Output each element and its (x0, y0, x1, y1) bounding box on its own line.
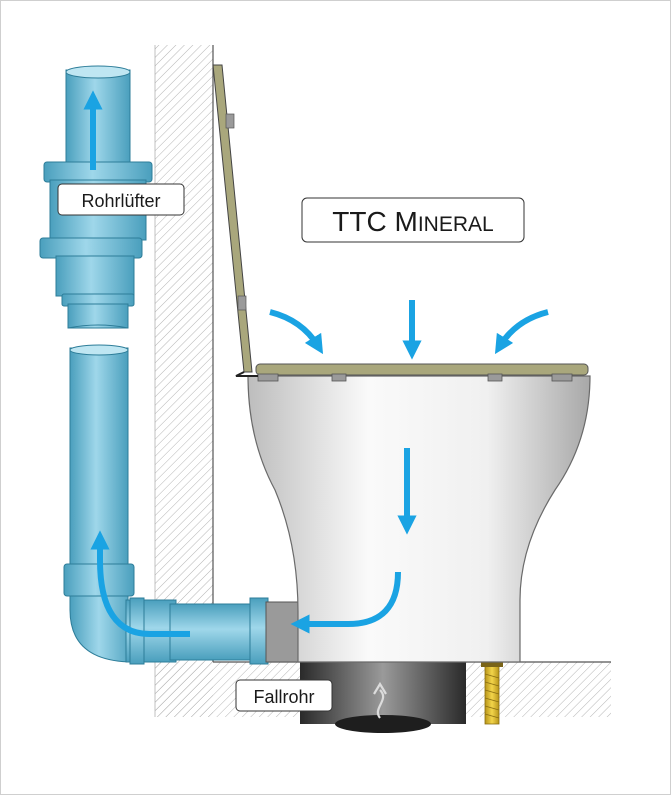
vent-label: Rohrlüfter (57, 183, 185, 216)
downpipe-label-text: Fallrohr (253, 687, 314, 707)
downpipe-label: Fallrohr (235, 679, 333, 712)
vent-label-text: Rohrlüfter (81, 191, 160, 211)
product-title: TTC MINERAL (301, 197, 525, 243)
toilet-seat (255, 363, 589, 382)
toilet-bowl (247, 375, 591, 663)
product-title-text: TTC MINERAL (332, 206, 493, 237)
arrow-into-seat-left (269, 309, 324, 355)
toilet-lid (212, 64, 258, 377)
airflow-arrows (83, 90, 549, 637)
arrow-pipe-up (90, 530, 190, 637)
floor-bolt (481, 662, 503, 725)
arrow-into-seat-right (494, 309, 549, 355)
arrow-bowl-out (290, 571, 401, 634)
